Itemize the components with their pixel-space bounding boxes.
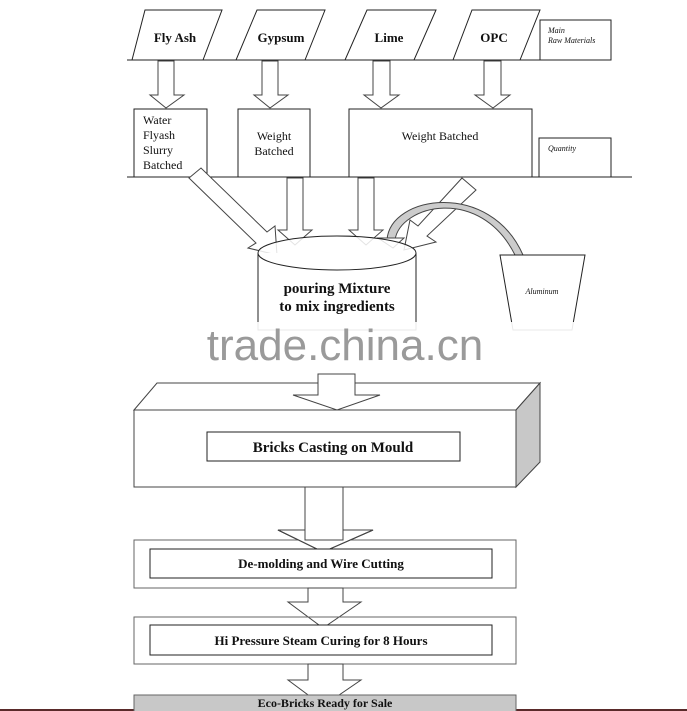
watermark: trade.china.cn xyxy=(207,321,483,370)
label: Batched xyxy=(143,158,182,172)
raw-material-fly-ash: Fly Ash xyxy=(131,9,223,61)
label: Weight xyxy=(257,129,292,143)
aluminium-label: Aluminum xyxy=(525,287,559,296)
label: Weight Batched xyxy=(402,129,479,143)
step-label: De-molding and Wire Cutting xyxy=(238,556,404,571)
label: Batched xyxy=(254,144,293,158)
label: OPC xyxy=(480,30,507,45)
batch-box-lime-opc: Weight Batched xyxy=(348,108,533,178)
legend-main-raw-materials: Main Raw Materials xyxy=(539,19,612,61)
step-steam-curing: Hi Pressure Steam Curing for 8 Hours xyxy=(133,616,517,665)
label: Water xyxy=(143,113,171,127)
raw-material-lime: Lime xyxy=(344,9,437,61)
legend-line: Raw Materials xyxy=(547,36,595,45)
label: Lime xyxy=(375,30,404,45)
down-arrows-row1 xyxy=(148,60,512,109)
legend-line: Main xyxy=(547,26,565,35)
label: Flyash xyxy=(143,128,175,142)
mixer-label: pouring Mixture xyxy=(284,281,391,297)
raw-material-opc: OPC xyxy=(452,9,541,61)
step-label: Bricks Casting on Mould xyxy=(253,440,414,456)
aluminium-bucket: Aluminum xyxy=(499,254,586,331)
step-label: Hi Pressure Steam Curing for 8 Hours xyxy=(214,633,427,648)
mixer-cylinder xyxy=(257,235,417,331)
label: Fly Ash xyxy=(154,30,197,45)
batch-box-flyash: Water Flyash Slurry Batched xyxy=(133,108,208,178)
label: Slurry xyxy=(143,143,173,157)
arrow-down xyxy=(292,373,381,411)
arrow-down xyxy=(286,587,363,629)
legend-quantity: Quantity xyxy=(538,137,612,178)
arrows-into-mixer xyxy=(188,167,524,256)
mixer-label: to mix ingredients xyxy=(279,299,395,315)
arrow-down xyxy=(286,663,363,707)
watermark-band xyxy=(140,322,610,372)
step-ready-for-sale: Eco-Bricks Ready for Sale xyxy=(133,694,517,711)
step-demolding: De-molding and Wire Cutting xyxy=(133,529,517,589)
raw-material-gypsum: Gypsum xyxy=(235,9,326,61)
label: Gypsum xyxy=(258,30,305,45)
batch-box-gypsum: Weight Batched xyxy=(237,108,311,178)
step-bricks-casting: Bricks Casting on Mould xyxy=(132,373,542,489)
label: Quantity xyxy=(548,144,576,153)
step-label: Eco-Bricks Ready for Sale xyxy=(258,696,393,710)
